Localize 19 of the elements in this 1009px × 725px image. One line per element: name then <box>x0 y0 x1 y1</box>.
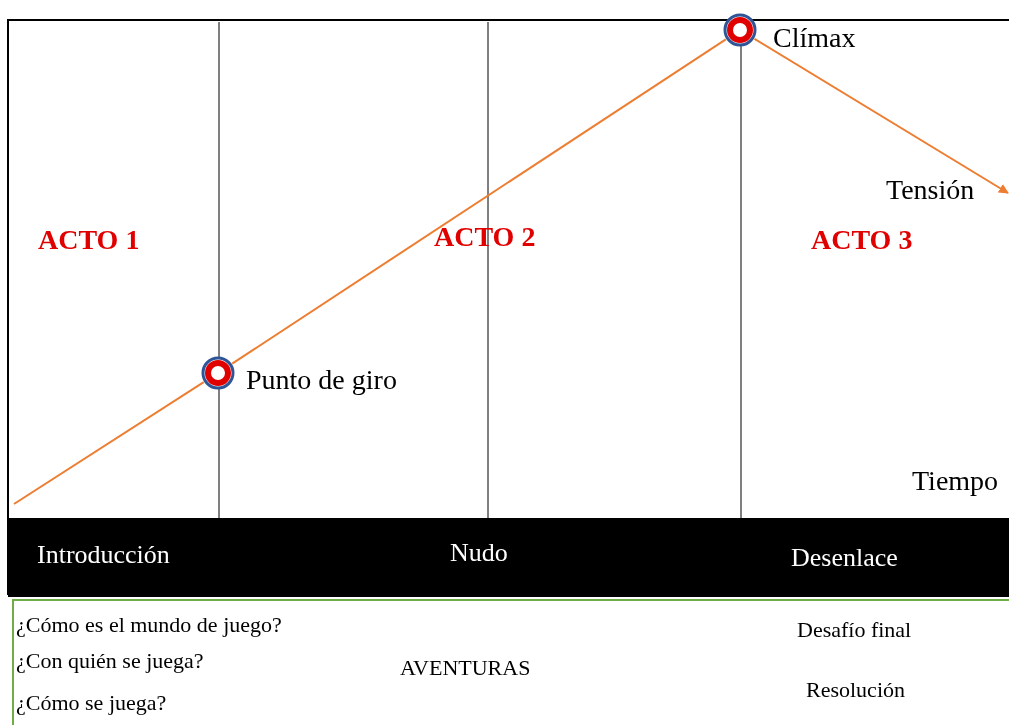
act-label: ACTO 1 <box>38 224 140 256</box>
note-text: ¿Cómo se juega? <box>16 690 167 716</box>
stage-label: Desenlace <box>791 543 898 573</box>
tension-line <box>13 381 205 505</box>
note-text: Resolución <box>806 677 905 703</box>
axis-label: Tiempo <box>912 465 999 497</box>
axis-label: Tensión <box>886 174 975 206</box>
act-label: ACTO 2 <box>434 221 536 253</box>
note-text: AVENTURAS <box>400 655 531 681</box>
tension-line <box>231 38 727 365</box>
note-text: ¿Con quién se juega? <box>16 648 204 674</box>
point-label: Clímax <box>773 23 856 54</box>
tension-line <box>753 37 1009 194</box>
note-text: Desafío final <box>797 617 912 643</box>
act-label: ACTO 3 <box>811 224 913 256</box>
stage-label: Nudo <box>450 538 508 568</box>
note-text: ¿Cómo es el mundo de juego? <box>16 612 282 638</box>
point-label: Punto de giro <box>246 365 397 396</box>
stage-label: Introducción <box>37 540 170 570</box>
